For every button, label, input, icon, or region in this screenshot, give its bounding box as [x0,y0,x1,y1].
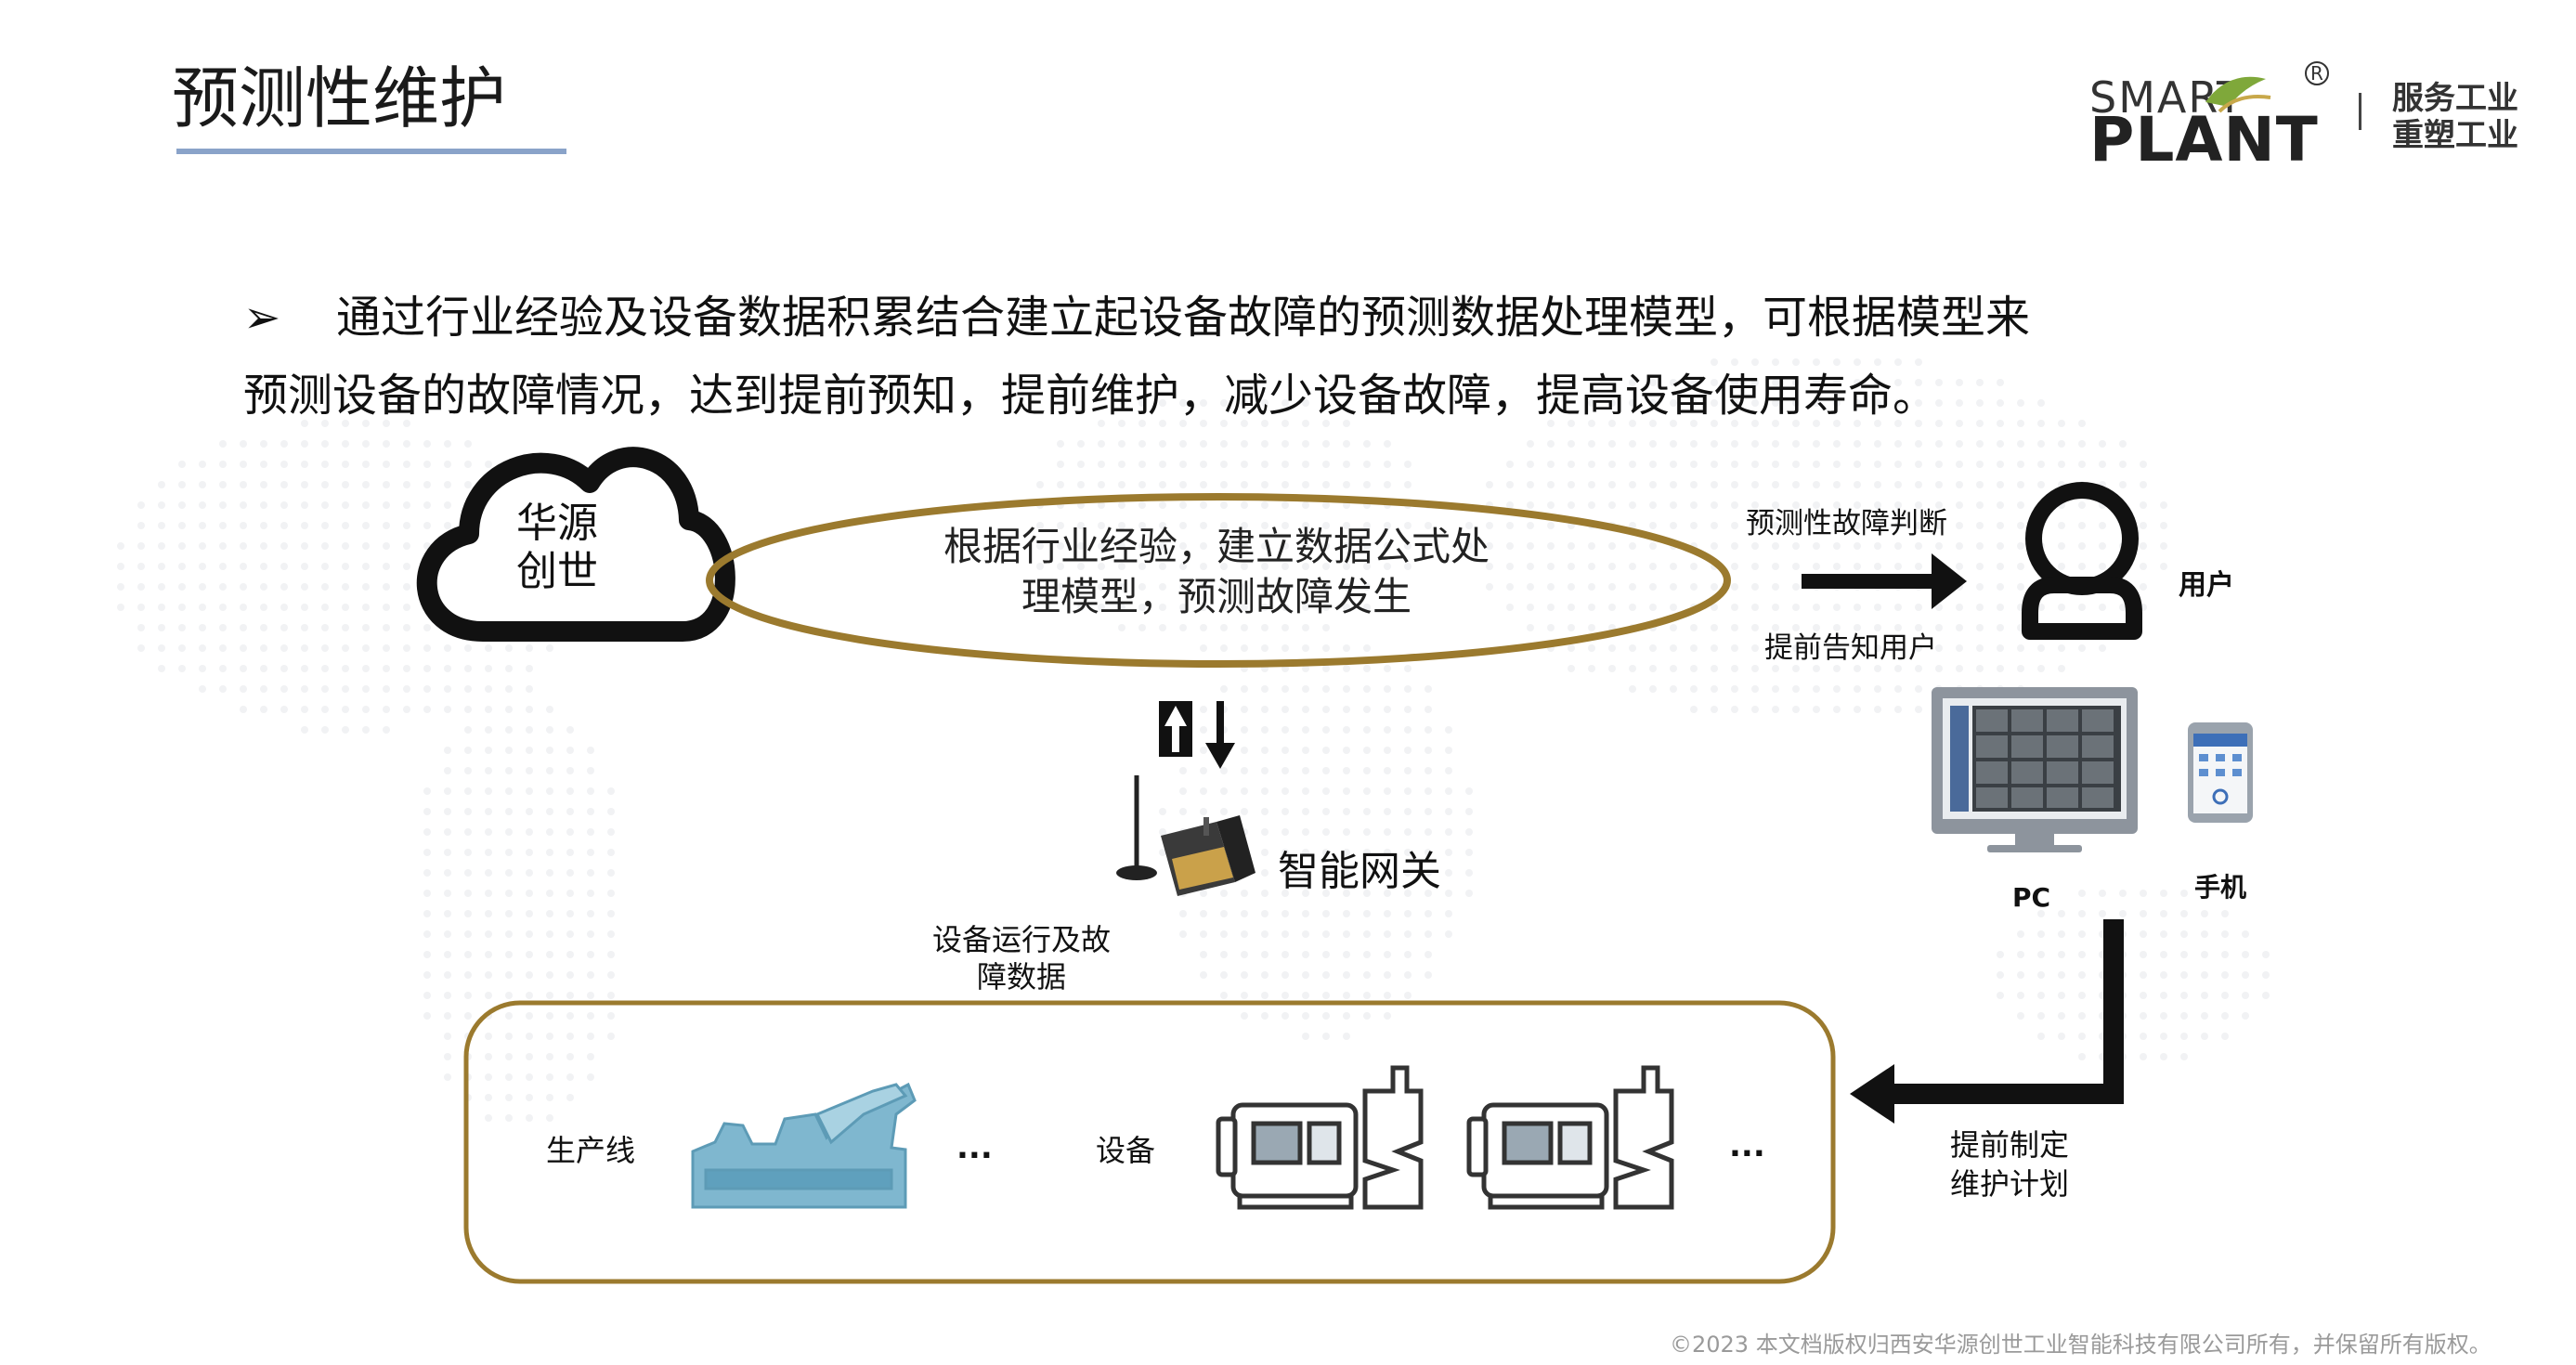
ellipse-label-line-2: 理模型，预测故障发生 [1021,574,1412,619]
ellipsis-2: ... [1729,1127,1765,1164]
gateway-label: 智能网关 [1278,848,1441,895]
plan-label-line-1: 提前制定 [1950,1127,2070,1163]
ellipse-label-line-1: 根据行业经验，建立数据公式处 [943,524,1490,569]
cnc-machine-icon-2 [1466,1065,1674,1210]
gateway-device-icon [1116,775,1255,896]
user-icon [2022,482,2142,640]
cloud-label: 华源 创世 [501,500,613,596]
title-underline [176,149,566,154]
pc-label: PC [2012,882,2051,913]
pc-monitor-icon [1932,687,2138,852]
bullet-arrow-icon: ➢ [243,292,281,344]
phone-label: 手机 [2194,872,2247,903]
plan-arrow-head [1850,1064,1894,1124]
logo-slogan: 服务工业 重塑工业 [2392,80,2518,154]
production-line-label: 生产线 [546,1133,636,1168]
slogan-line-1: 服务工业 [2392,80,2518,117]
arrow-to-user-shaft [1802,574,1936,589]
slogan-line-2: 重塑工业 [2392,117,2518,154]
user-label: 用户 [2179,569,2234,602]
arrow-bottom-label: 提前告知用户 [1764,631,1937,665]
equipment-label: 设备 [1096,1133,1156,1168]
data-label: 设备运行及故 障数据 [919,921,1124,995]
copyright-footer: ©2023 本文档版权归西安华源创世工业智能科技有限公司所有，并保留所有版权。 [1670,1332,2491,1358]
plan-elbow-arrow [1885,919,2124,1104]
arrow-to-user-head [1932,553,1967,609]
ellipse-label: 根据行业经验，建立数据公式处 理模型，预测故障发生 [864,522,1569,622]
data-label-line-2: 障数据 [976,959,1066,994]
logo-leaf-icon [2205,76,2271,113]
plan-label-line-2: 维护计划 [1950,1166,2070,1202]
cloud-label-line-2: 创世 [516,548,598,595]
cnc-machine-icon-1 [1216,1065,1424,1210]
page-title: 预测性维护 [172,59,507,137]
logo-plant-text: PLANT [2089,104,2319,176]
arrow-top-label: 预测性故障判断 [1746,507,1947,540]
data-label-line-1: 设备运行及故 [931,922,1111,957]
bullet-line-1: ➢ 通过行业经验及设备数据积累结合建立起设备故障的预测数据处理模型，可根据模型来 [243,279,2435,357]
phone-icon [2188,722,2253,823]
bidirectional-arrow-icon [1159,701,1235,769]
logo-separator [2359,93,2361,130]
registered-mark: R [2305,61,2329,85]
bullet-line-2: 预测设备的故障情况，达到提前预知，提前维护，减少设备故障，提高设备使用寿命。 [243,370,1938,422]
ellipsis-1: ... [956,1129,993,1166]
model-ellipse [706,493,1731,668]
equipment-box [463,1000,1836,1284]
plan-label: 提前制定 维护计划 [1950,1125,2069,1203]
production-line-icon [691,1082,917,1209]
cloud-label-line-1: 华源 [516,500,598,547]
bullet-text-1: 通过行业经验及设备数据积累结合建立起设备故障的预测数据处理模型，可根据模型来 [336,292,2031,344]
